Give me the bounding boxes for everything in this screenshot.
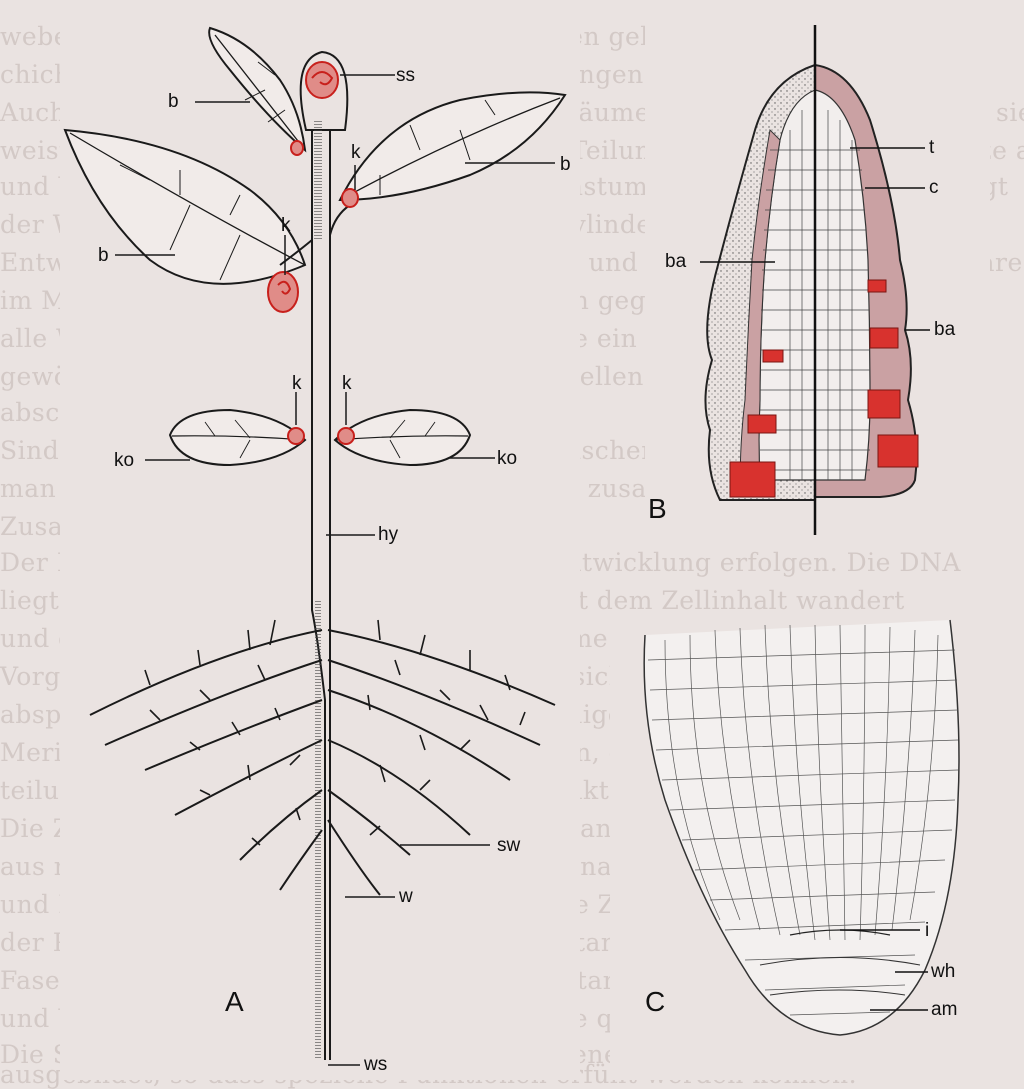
label-hy: hy: [378, 524, 399, 545]
root-hairs: [144, 619, 526, 846]
label-am: am: [931, 999, 958, 1020]
label-ss: ss: [396, 65, 415, 86]
label-b-2: b: [560, 154, 571, 175]
bud-k-1: [290, 140, 304, 156]
label-w: w: [399, 886, 413, 907]
label-sw: sw: [497, 835, 521, 856]
cotyledon-left: [168, 408, 307, 467]
label-k-3: k: [292, 373, 302, 394]
label-wh: wh: [931, 961, 956, 982]
label-k-2: k: [281, 215, 291, 236]
label-ba-1: ba: [665, 251, 687, 272]
label-t: t: [929, 137, 935, 158]
panel-a-seedling: [63, 26, 567, 1060]
label-ko-2: ko: [497, 448, 518, 469]
panel-label-a: A: [225, 986, 244, 1017]
label-ba-2: ba: [934, 319, 956, 340]
panel-c-root-tip: [643, 619, 960, 1036]
primordium-ba-1: [867, 279, 887, 293]
label-c: c: [929, 177, 939, 198]
apical-meristem-ss: [305, 61, 339, 99]
primordium-ba-2: [869, 327, 899, 349]
cell-grid: [647, 624, 959, 1016]
primordium-ba-7: [729, 461, 776, 498]
panel-a-meristems: [267, 61, 359, 445]
leaf-upper-right: [338, 91, 567, 202]
panel-label-c: C: [645, 986, 666, 1017]
label-ws: ws: [364, 1054, 388, 1075]
corpus-core: [814, 89, 871, 481]
label-b-3: b: [98, 245, 109, 266]
cotyledon-right: [333, 408, 472, 467]
bud-k-5: [337, 427, 355, 445]
bud-k-4: [287, 427, 305, 445]
label-b-1: b: [168, 91, 179, 112]
primordium-ba-6: [747, 414, 777, 434]
root-tip-outline: [643, 619, 960, 1036]
primordium-ba-4: [877, 434, 919, 468]
label-k-4: k: [342, 373, 352, 394]
primordium-ba-3: [867, 389, 901, 419]
label-ko-1: ko: [114, 450, 135, 471]
label-i: i: [925, 920, 930, 941]
primordium-ba-5: [762, 349, 784, 363]
bud-k-2: [341, 188, 359, 208]
lateral-roots: [89, 629, 556, 896]
panel-label-b: B: [648, 493, 667, 524]
label-k-1: k: [351, 142, 361, 163]
leaf-large-left: [63, 128, 307, 285]
panel-b-shoot-apex: [700, 25, 930, 535]
